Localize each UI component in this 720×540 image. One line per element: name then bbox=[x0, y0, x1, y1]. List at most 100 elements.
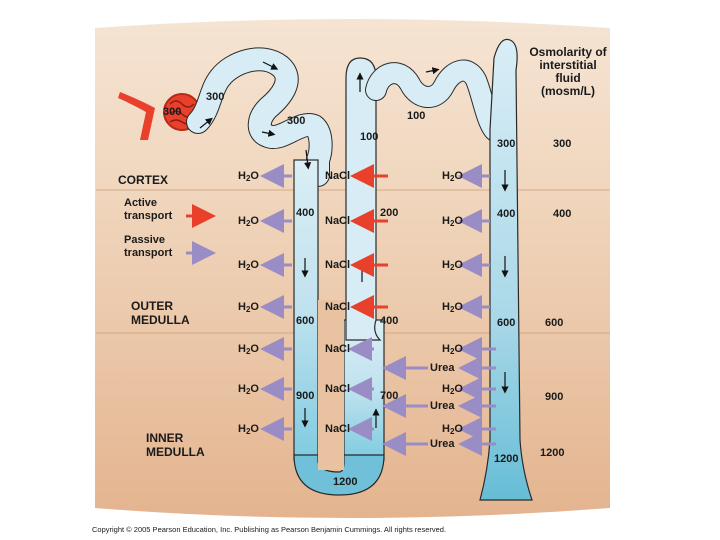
nacl-label: NaCl bbox=[325, 423, 351, 435]
zone-outer-medulla-1: OUTER bbox=[131, 299, 173, 313]
urea-label: Urea bbox=[430, 400, 455, 412]
h2o-h: H bbox=[442, 215, 450, 227]
descending-value-600: 600 bbox=[296, 315, 315, 327]
nacl-label: NaCl bbox=[325, 343, 351, 355]
h2o-2: 2 bbox=[449, 305, 455, 314]
h2o-o: O bbox=[454, 423, 463, 435]
h2o-label: H2O bbox=[442, 383, 463, 396]
h2o-h: H bbox=[442, 383, 450, 395]
h2o-h: H bbox=[238, 170, 246, 182]
h2o-2: 2 bbox=[245, 219, 251, 228]
h2o-h: H bbox=[442, 343, 450, 355]
collecting-duct bbox=[479, 38, 533, 501]
h2o-2: 2 bbox=[449, 263, 455, 272]
descending-water-arrows bbox=[260, 164, 292, 441]
h2o-h: H bbox=[238, 423, 246, 435]
h2o-h: H bbox=[442, 423, 450, 435]
proximal-value-300b: 300 bbox=[287, 115, 306, 127]
h2o-label: H2O bbox=[442, 215, 463, 228]
urea-label: Urea bbox=[430, 438, 455, 450]
h2o-2: 2 bbox=[245, 427, 251, 436]
h2o-2: 2 bbox=[245, 347, 251, 356]
legend-passive-line1: Passive bbox=[124, 234, 165, 246]
h2o-label: H2O bbox=[442, 423, 463, 436]
descending-value-900: 900 bbox=[296, 390, 315, 402]
h2o-h: H bbox=[238, 215, 246, 227]
h2o-2: 2 bbox=[449, 387, 455, 396]
afferent-vessel bbox=[118, 92, 155, 140]
zone-inner-medulla-2: MEDULLA bbox=[146, 445, 205, 459]
h2o-label: H2O bbox=[238, 383, 259, 396]
h2o-o: O bbox=[250, 423, 259, 435]
h2o-h: H bbox=[238, 259, 246, 271]
h2o-o: O bbox=[250, 259, 259, 271]
h2o-2: 2 bbox=[245, 263, 251, 272]
loop-bottom-value-1200: 1200 bbox=[333, 476, 358, 488]
h2o-h: H bbox=[442, 170, 450, 182]
osmolarity-header: Osmolarity of interstitial fluid (mosm/L… bbox=[520, 46, 616, 98]
h2o-label: H2O bbox=[238, 215, 259, 228]
nacl-passive-arrows bbox=[348, 337, 374, 441]
h2o-label: H2O bbox=[238, 343, 259, 356]
h2o-label: H2O bbox=[238, 170, 259, 183]
h2o-o: O bbox=[454, 170, 463, 182]
h2o-o: O bbox=[454, 259, 463, 271]
zone-cortex: CORTEX bbox=[118, 173, 169, 187]
collecting-water-arrows bbox=[458, 164, 496, 441]
h2o-h: H bbox=[238, 343, 246, 355]
h2o-label: H2O bbox=[442, 301, 463, 314]
h2o-o: O bbox=[250, 215, 259, 227]
h2o-label: H2O bbox=[442, 343, 463, 356]
h2o-h: H bbox=[442, 259, 450, 271]
h2o-2: 2 bbox=[449, 174, 455, 183]
legend-passive-line2: transport bbox=[124, 247, 173, 259]
h2o-o: O bbox=[250, 343, 259, 355]
interstitial-osm-300: 300 bbox=[553, 138, 572, 150]
h2o-label: H2O bbox=[238, 301, 259, 314]
nacl-label: NaCl bbox=[325, 383, 351, 395]
h2o-2: 2 bbox=[245, 387, 251, 396]
zone-outer-medulla-2: MEDULLA bbox=[131, 313, 190, 327]
collecting-value-1200: 1200 bbox=[494, 453, 519, 465]
h2o-o: O bbox=[454, 343, 463, 355]
proximal-value-300a: 300 bbox=[206, 91, 225, 103]
osm-header-line4: (mosm/L) bbox=[541, 84, 595, 98]
descending-limb bbox=[293, 159, 319, 461]
h2o-o: O bbox=[250, 383, 259, 395]
h2o-h: H bbox=[238, 301, 246, 313]
descending-value-400: 400 bbox=[296, 207, 315, 219]
nacl-label: NaCl bbox=[325, 170, 351, 182]
ascending-value-400: 400 bbox=[380, 315, 399, 327]
collecting-value-300: 300 bbox=[497, 138, 516, 150]
h2o-o: O bbox=[454, 301, 463, 313]
h2o-o: O bbox=[454, 383, 463, 395]
h2o-2: 2 bbox=[449, 219, 455, 228]
nacl-label: NaCl bbox=[325, 215, 351, 227]
h2o-label: H2O bbox=[442, 259, 463, 272]
h2o-2: 2 bbox=[245, 305, 251, 314]
urea-arrows bbox=[382, 356, 496, 456]
glomerulus-value-300: 300 bbox=[163, 106, 182, 118]
h2o-2: 2 bbox=[245, 174, 251, 183]
h2o-2: 2 bbox=[449, 427, 455, 436]
interstitial-osm-1200: 1200 bbox=[540, 447, 565, 459]
legend-active-line2: transport bbox=[124, 210, 173, 222]
h2o-h: H bbox=[442, 301, 450, 313]
h2o-2: 2 bbox=[449, 347, 455, 356]
h2o-label: H2O bbox=[238, 259, 259, 272]
ascending-value-200: 200 bbox=[380, 207, 399, 219]
osm-header-line2: interstitial bbox=[539, 58, 597, 72]
interstitial-osm-600: 600 bbox=[545, 317, 564, 329]
urea-label: Urea bbox=[430, 362, 455, 374]
h2o-h: H bbox=[238, 383, 246, 395]
osm-header-line3: fluid bbox=[555, 71, 581, 85]
h2o-o: O bbox=[250, 301, 259, 313]
nacl-label: NaCl bbox=[325, 259, 351, 271]
distal-value-100: 100 bbox=[407, 110, 426, 122]
interstitial-osm-400: 400 bbox=[553, 208, 572, 220]
h2o-label: H2O bbox=[238, 423, 259, 436]
h2o-o: O bbox=[250, 170, 259, 182]
nacl-label: NaCl bbox=[325, 301, 351, 313]
legend-active-line1: Active bbox=[124, 197, 158, 209]
